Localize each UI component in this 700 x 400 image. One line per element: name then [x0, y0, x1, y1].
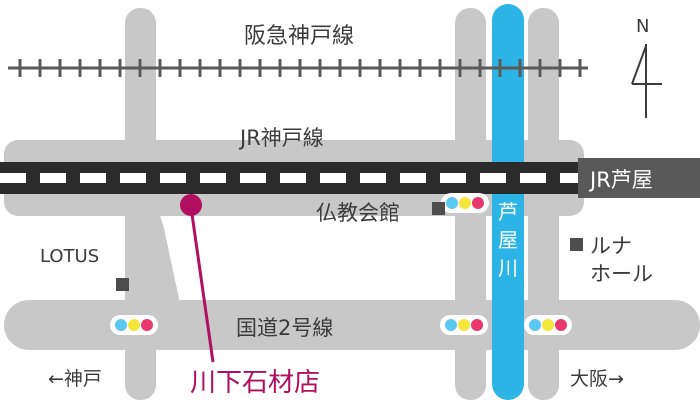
direction-east: 大阪→: [570, 368, 624, 390]
railway-hankyu: [8, 59, 588, 77]
landmark-lotus: LOTUS: [40, 246, 100, 267]
traffic-signal-east: [524, 315, 572, 335]
compass-label: N: [636, 16, 650, 37]
river-ashiya: [492, 4, 524, 400]
landmark-marker-luna-hall: [570, 238, 583, 251]
railway-label-hankyu: 阪急神戸線: [244, 24, 355, 49]
destination-pin-line: [189, 206, 215, 363]
landmark-marker-buddhist-hall: [432, 202, 445, 215]
railway-label-jr: JR神戸線: [240, 126, 324, 150]
landmark-marker-lotus: [116, 278, 129, 291]
landmark-luna-hall-line1: ルナ: [590, 234, 632, 258]
direction-west: ←神戸: [48, 368, 102, 390]
traffic-signal-north: [441, 193, 489, 213]
railway-jr: [0, 162, 582, 194]
river-label: 芦屋川: [498, 200, 518, 280]
traffic-signal-west: [110, 315, 158, 335]
road-route-2: [4, 300, 700, 350]
traffic-signal-center: [440, 315, 488, 335]
north-arrow-icon: [631, 44, 662, 118]
landmark-luna-hall-line2: ホール: [590, 262, 653, 286]
station-box-jr-ashiya: [578, 158, 700, 198]
landmark-buddhist-hall: 仏教会館: [316, 201, 400, 225]
destination-pin: [180, 194, 202, 216]
destination-label: 川下石材店: [190, 368, 321, 398]
road-label-route-2: 国道2号線: [236, 316, 334, 340]
station-label-jr-ashiya: JR芦屋: [590, 168, 653, 192]
